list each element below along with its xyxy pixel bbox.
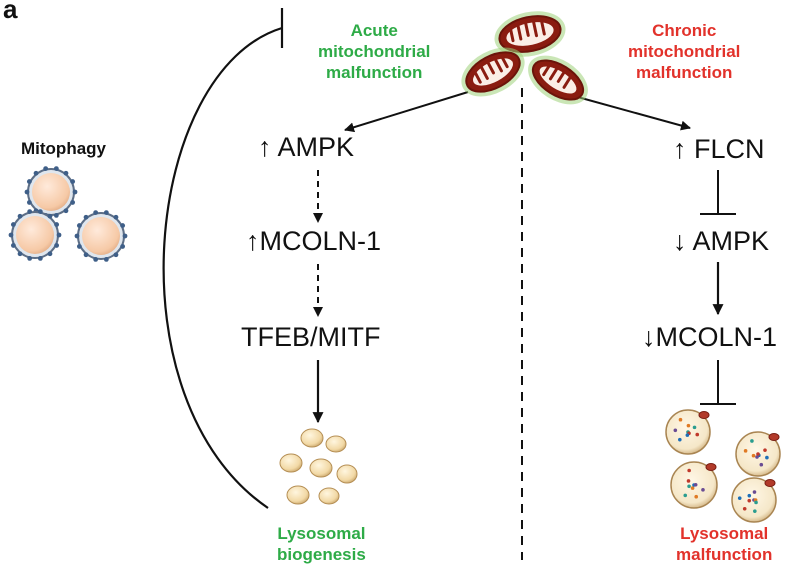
- mitophagy-label: Mitophagy: [21, 139, 106, 158]
- lysosome-icon: [279, 428, 358, 505]
- dysfunctional-lysosome-icon: [665, 409, 781, 523]
- chronic-trigger-label: Chronic mitochondrial malfunction: [628, 21, 741, 82]
- acute-step-ampk: ↑ AMPK: [258, 132, 355, 162]
- chronic-step-ampk: ↓ AMPK: [673, 226, 770, 256]
- arrow-to-chronic-branch: [573, 95, 691, 131]
- mitochondria-icon: [461, 11, 588, 105]
- panel-label: a: [3, 0, 18, 24]
- chronic-step-flcn: ↑ FLCN: [673, 134, 765, 164]
- acute-outcome-label: Lysosomal biogenesis: [277, 524, 366, 564]
- acute-step-tfeb-mitf: TFEB/MITF: [241, 322, 381, 352]
- mitophagy-feedback-arc: [162, 26, 283, 509]
- acute-trigger-label: Acute mitochondrial malfunction: [318, 21, 431, 82]
- autophagosome-icon: [8, 166, 128, 262]
- acute-step-mcoln1: ↑MCOLN-1: [246, 226, 382, 256]
- arrow-to-acute-branch: [344, 91, 469, 133]
- chronic-step-mcoln1: ↓MCOLN-1: [642, 322, 778, 352]
- chronic-outcome-label: Lysosomal malfunction: [676, 524, 773, 564]
